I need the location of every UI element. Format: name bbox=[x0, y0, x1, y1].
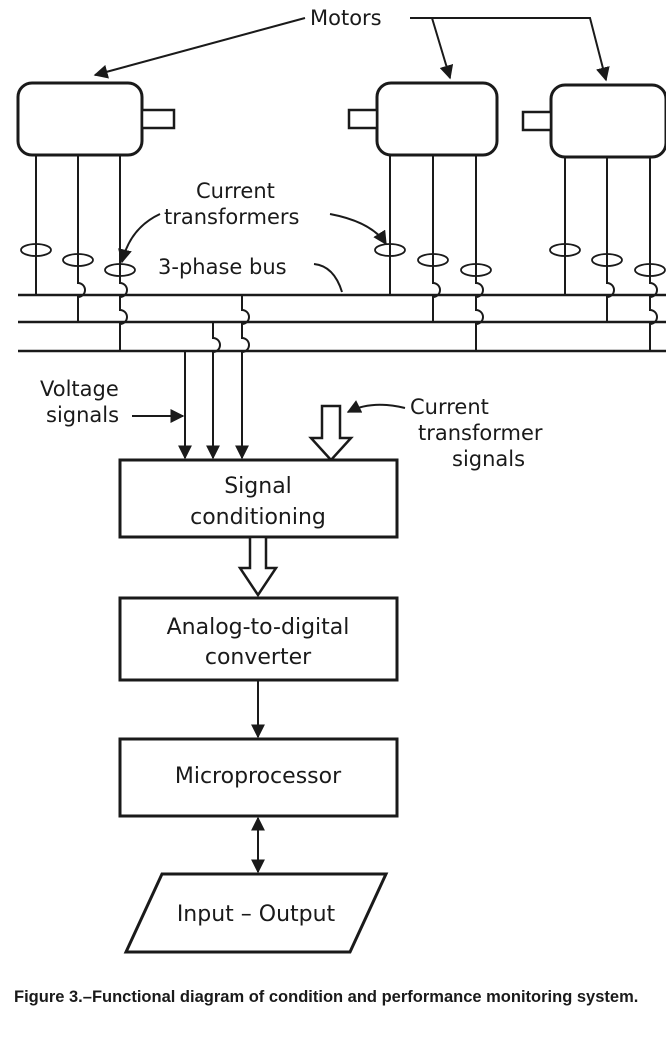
motor-2 bbox=[347, 81, 499, 157]
motor-1-leads bbox=[35, 155, 128, 351]
current-transformers-label-line1: Current bbox=[196, 179, 275, 203]
ct-signals-pointer bbox=[346, 400, 406, 413]
ct-signals-label-line2: transformer bbox=[418, 421, 543, 445]
signal-conditioning-label-line2: conditioning bbox=[190, 505, 326, 530]
ct-pointer-right bbox=[329, 213, 387, 246]
motor-3-leads bbox=[564, 157, 658, 351]
motor-2-body bbox=[375, 81, 499, 157]
ct-signals-label-line1: Current bbox=[410, 395, 489, 419]
motor-3-shaft bbox=[521, 110, 553, 132]
input-output-label: Input – Output bbox=[177, 902, 336, 927]
motor-1-shaft bbox=[140, 108, 176, 130]
motor-1-body bbox=[16, 81, 144, 157]
motors-arrow-2 bbox=[410, 17, 454, 80]
three-phase-bus bbox=[18, 293, 666, 353]
ct-signals-arrow bbox=[308, 404, 354, 462]
motor-2-leads bbox=[389, 155, 484, 351]
motors-arrow-3 bbox=[432, 17, 610, 82]
motor-2-shaft bbox=[347, 108, 379, 130]
bus-pointer bbox=[313, 263, 343, 293]
motor-1 bbox=[16, 81, 176, 157]
adc-label-line2: converter bbox=[205, 645, 312, 670]
current-transformers-label-line2: transformers bbox=[164, 205, 299, 229]
bus-label: 3-phase bus bbox=[158, 255, 287, 279]
motors-arrow-1 bbox=[93, 17, 306, 79]
adc-label-line1: Analog-to-digital bbox=[167, 615, 350, 640]
motor-3 bbox=[521, 83, 666, 159]
input-output-block bbox=[123, 872, 389, 954]
motor-3-body bbox=[549, 83, 666, 159]
microprocessor-label: Microprocessor bbox=[175, 764, 342, 789]
signal-conditioning-label-line1: Signal bbox=[224, 474, 292, 499]
ct-pointer-left bbox=[118, 213, 161, 264]
ct-signals-label-line3: signals bbox=[452, 447, 525, 471]
voltage-taps bbox=[178, 295, 250, 460]
voltage-signals-label-line1: Voltage bbox=[40, 377, 119, 401]
motors-label: Motors bbox=[310, 6, 382, 30]
conditioning-to-adc-arrow bbox=[237, 535, 279, 598]
voltage-signals-label-line2: signals bbox=[46, 403, 119, 427]
adc-block bbox=[118, 596, 399, 682]
current-transformers bbox=[20, 243, 666, 277]
microprocessor-block bbox=[118, 737, 399, 818]
figure-caption: Figure 3.–Functional diagram of conditio… bbox=[14, 988, 639, 1006]
functional-diagram: Motors bbox=[16, 6, 666, 954]
